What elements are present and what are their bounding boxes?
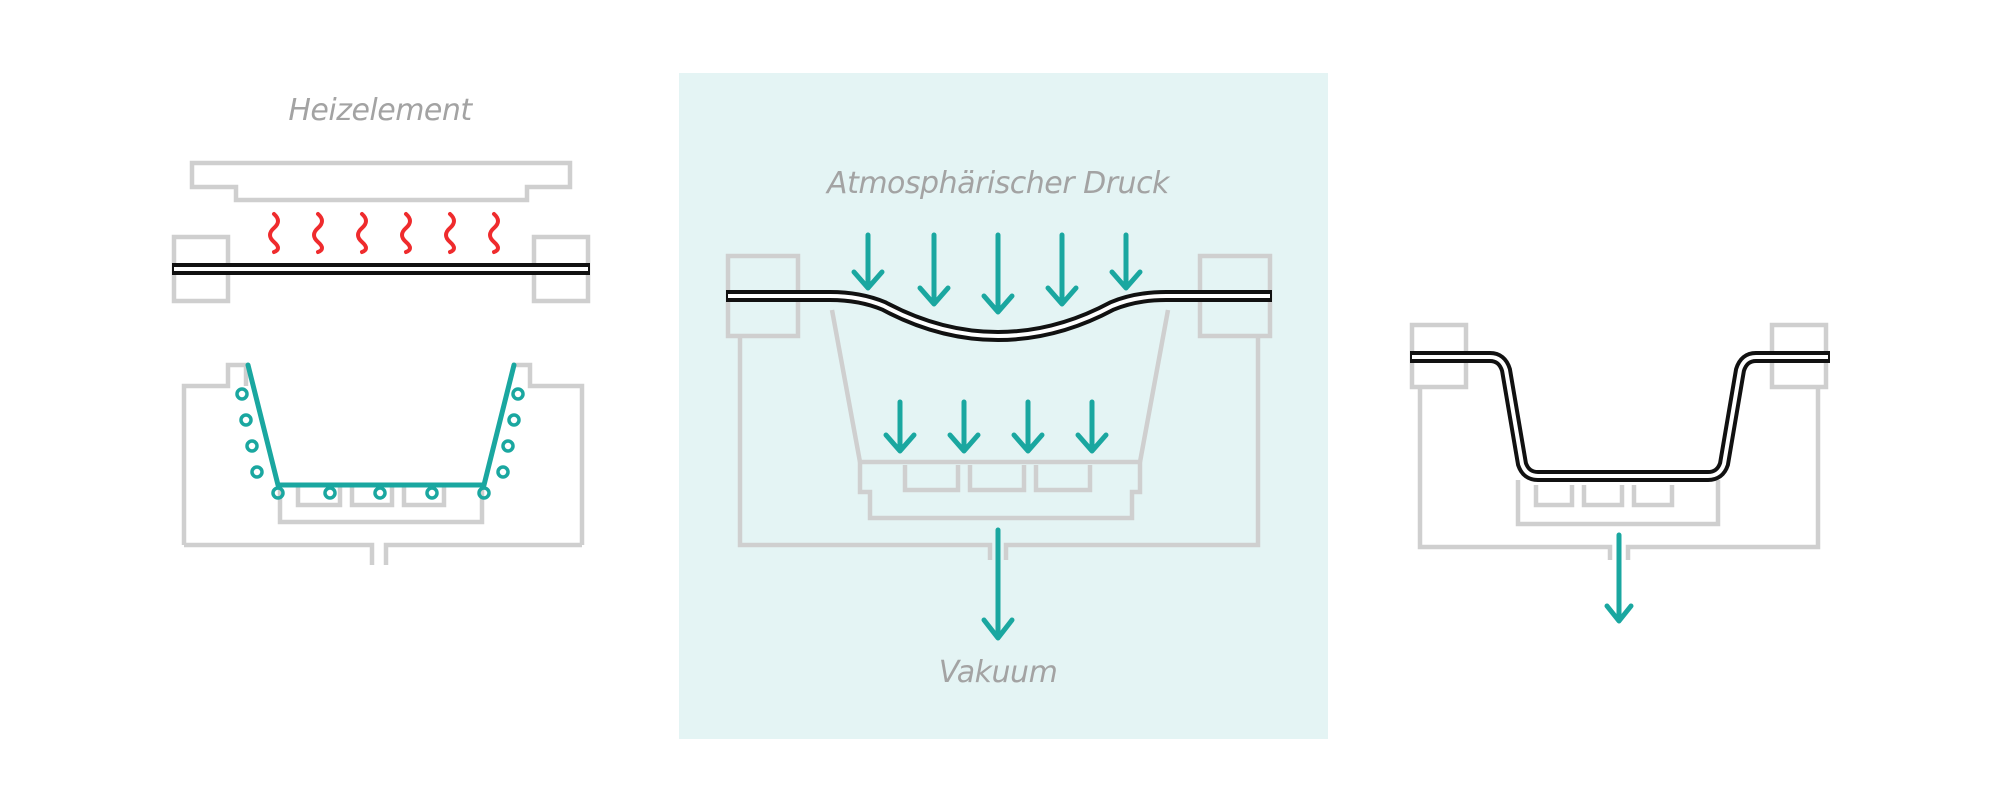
mould-surface bbox=[245, 362, 517, 488]
vacuum-arrows bbox=[883, 399, 1109, 454]
step-heating: Heizelement bbox=[171, 93, 591, 565]
heat-waves bbox=[268, 212, 500, 254]
step-forming: Atmosphärischer Druck Vakuum bbox=[679, 73, 1328, 739]
step-formed bbox=[1409, 322, 1830, 624]
atmospheric-pressure-arrows bbox=[851, 232, 1143, 315]
mould-base bbox=[277, 485, 485, 525]
vacuum-holes bbox=[235, 387, 525, 500]
mould-base bbox=[1515, 480, 1721, 527]
mould-frame bbox=[181, 362, 585, 565]
atmospheric-pressure-label: Atmosphärischer Druck bbox=[825, 166, 1171, 201]
formed-plastic-sheet bbox=[1410, 351, 1830, 482]
vacuum-label: Vakuum bbox=[939, 655, 1058, 690]
heater-housing bbox=[189, 160, 573, 203]
heating-element-label: Heizelement bbox=[288, 93, 473, 128]
mould-base bbox=[857, 459, 1143, 521]
mould-chamber bbox=[737, 309, 1261, 560]
mould-frame bbox=[1417, 387, 1821, 560]
